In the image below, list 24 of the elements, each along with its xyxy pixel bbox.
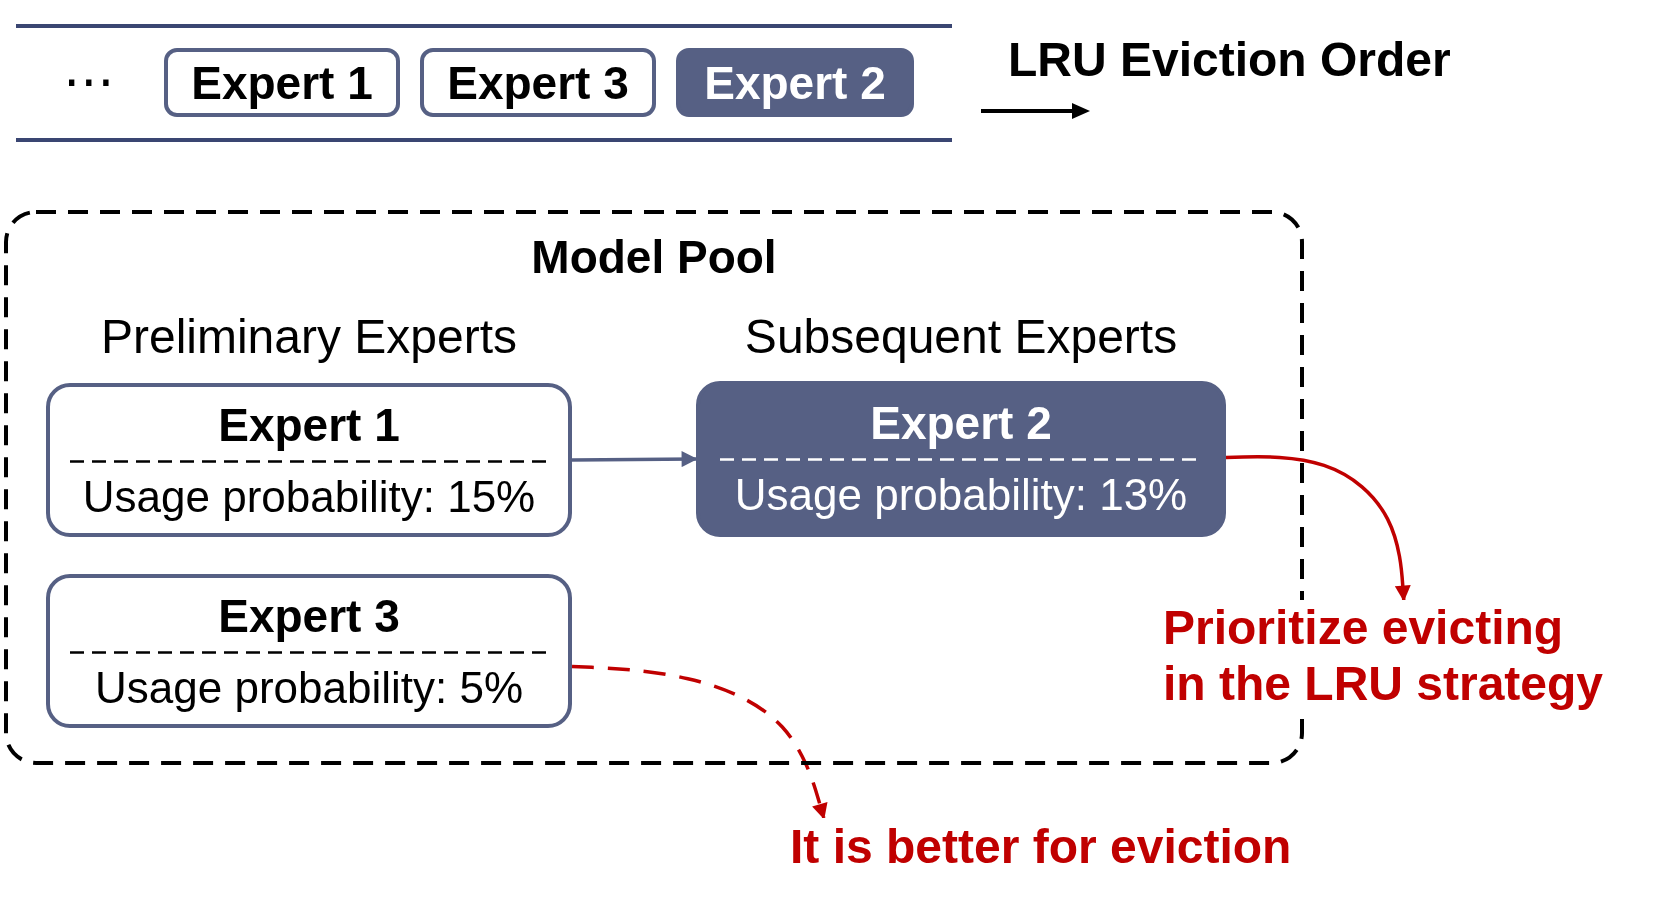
card-title: Expert 2 [870,396,1052,451]
expert-chip [164,48,400,117]
card-title: Expert 1 [218,398,400,453]
order-caption: LRU Eviction Order [1008,32,1451,88]
expert-chip [420,48,656,117]
expert-label: Expert 2 [704,56,886,109]
expert-label: Expert 3 [447,56,629,109]
arrow [572,451,698,468]
expert-label: Expert 1 [191,56,373,109]
probability-text: Usage probability: 13% [734,469,1188,521]
probability-text: Usage probability: 15% [82,471,536,523]
column-heading: Subsequent Experts [744,309,1178,365]
expert-chip [676,48,914,117]
expert-card [46,383,572,537]
expert-card [696,381,1226,537]
card-title: Expert 3 [218,589,400,644]
dashed-arrow [571,664,828,820]
probability-text: Usage probability: 5% [95,662,523,714]
curved-arrow [1225,455,1411,602]
column-heading: Preliminary Experts [100,309,518,365]
ellipsis-text: ⋯ [63,51,115,111]
section-title: Model Pool [531,230,777,285]
queue-band [16,24,952,142]
expert-card [46,574,572,728]
